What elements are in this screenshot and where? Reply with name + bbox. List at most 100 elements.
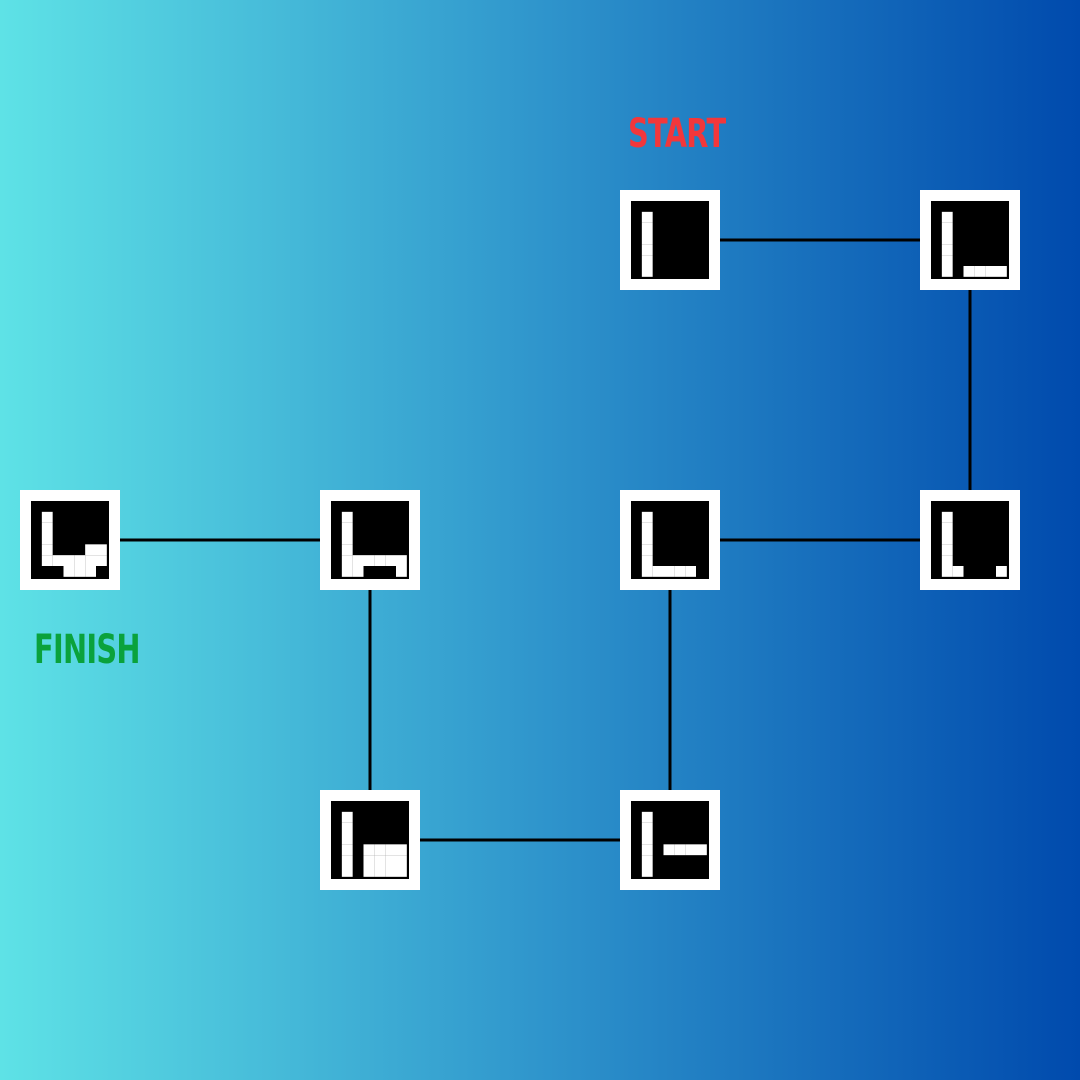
glyph-pixel [363,555,375,566]
glyph-pixel [41,533,53,545]
glyph-pixel [341,855,353,866]
glyph-pixel [385,555,396,566]
glyph-pixel [385,855,396,866]
glyph-pixel [374,844,386,856]
glyph-pixel [674,566,686,577]
glyph-pixel [663,566,675,577]
glyph-pixel [352,555,364,566]
path-connectors [70,238,972,842]
glyph-pixel [641,511,653,523]
glyph-pixel [363,866,375,877]
glyph-pixel [941,255,953,266]
glyph-pixel [396,844,407,856]
glyph-pixel [41,511,53,523]
tile-tile-7 [320,490,420,590]
glyph-pixel [941,244,953,256]
glyph-pixel [941,533,953,545]
glyph-pixel [941,511,953,523]
glyph-pixel [996,266,1007,277]
glyph-pixel [96,555,107,566]
glyph-pixel [641,233,653,245]
glyph-pixel [374,866,386,877]
glyph-pixel [941,566,953,577]
glyph-pixel [74,566,86,577]
glyph-pixel [341,522,353,534]
glyph-pixel [85,566,96,577]
glyph-pixel [641,855,653,866]
glyph-pixel [341,822,353,834]
tile-start [620,190,720,290]
glyph-pixel [974,266,986,277]
glyph-pixel [685,566,696,577]
glyph-pixel [63,555,75,566]
glyph-pixel [941,211,953,223]
glyph-pixel [641,255,653,266]
glyph-pixel [374,855,386,866]
tile-finish [20,490,120,590]
glyph-pixel [641,844,653,856]
glyph-pixel [341,811,353,823]
glyph-pixel [641,811,653,823]
start-label: START [628,111,726,157]
glyph-pixel [374,555,386,566]
glyph-pixel [641,822,653,834]
glyph-pixel [641,522,653,534]
glyph-pixel [941,266,953,277]
maze-tiles [20,190,1020,890]
glyph-pixel [363,844,375,856]
glyph-pixel [685,844,696,856]
glyph-pixel [696,844,707,856]
glyph-pixel [96,544,107,556]
glyph-pixel [385,866,396,877]
glyph-pixel [396,866,407,877]
glyph-pixel [63,566,75,577]
glyph-pixel [74,555,86,566]
tile-tile-5 [620,790,720,890]
glyph-pixel [941,222,953,234]
glyph-pixel [41,522,53,534]
glyph-pixel [941,555,953,566]
glyph-pixel [641,833,653,845]
glyph-pixel [341,533,353,545]
tile-tile-2 [920,190,1020,290]
glyph-pixel [641,211,653,223]
glyph-pixel [385,844,396,856]
glyph-pixel [996,566,1007,577]
glyph-pixel [85,544,96,556]
glyph-pixel [41,544,53,556]
glyph-pixel [341,555,353,566]
glyph-pixel [985,266,996,277]
glyph-pixel [396,555,407,566]
tile-tile-4 [620,490,720,590]
glyph-pixel [341,866,353,877]
glyph-pixel [352,566,364,577]
glyph-pixel [341,844,353,856]
glyph-pixel [641,866,653,877]
glyph-pixel [641,266,653,277]
glyph-pixel [641,222,653,234]
glyph-pixel [674,844,686,856]
glyph-pixel [941,233,953,245]
glyph-pixel [641,555,653,566]
glyph-pixel [41,555,53,566]
glyph-pixel [641,244,653,256]
glyph-pixel [85,555,96,566]
tile-tile-6 [320,790,420,890]
glyph-pixel [641,533,653,545]
glyph-pixel [341,566,353,577]
glyph-pixel [363,855,375,866]
glyph-pixel [652,566,664,577]
glyph-pixel [641,566,653,577]
glyph-pixel [341,833,353,845]
glyph-pixel [396,566,407,577]
tile-tile-3 [920,490,1020,590]
finish-label: FINISH [34,627,140,673]
glyph-pixel [952,566,964,577]
glyph-pixel [963,266,975,277]
glyph-pixel [941,544,953,556]
glyph-pixel [941,522,953,534]
glyph-pixel [341,544,353,556]
glyph-pixel [52,555,64,566]
glyph-pixel [641,544,653,556]
